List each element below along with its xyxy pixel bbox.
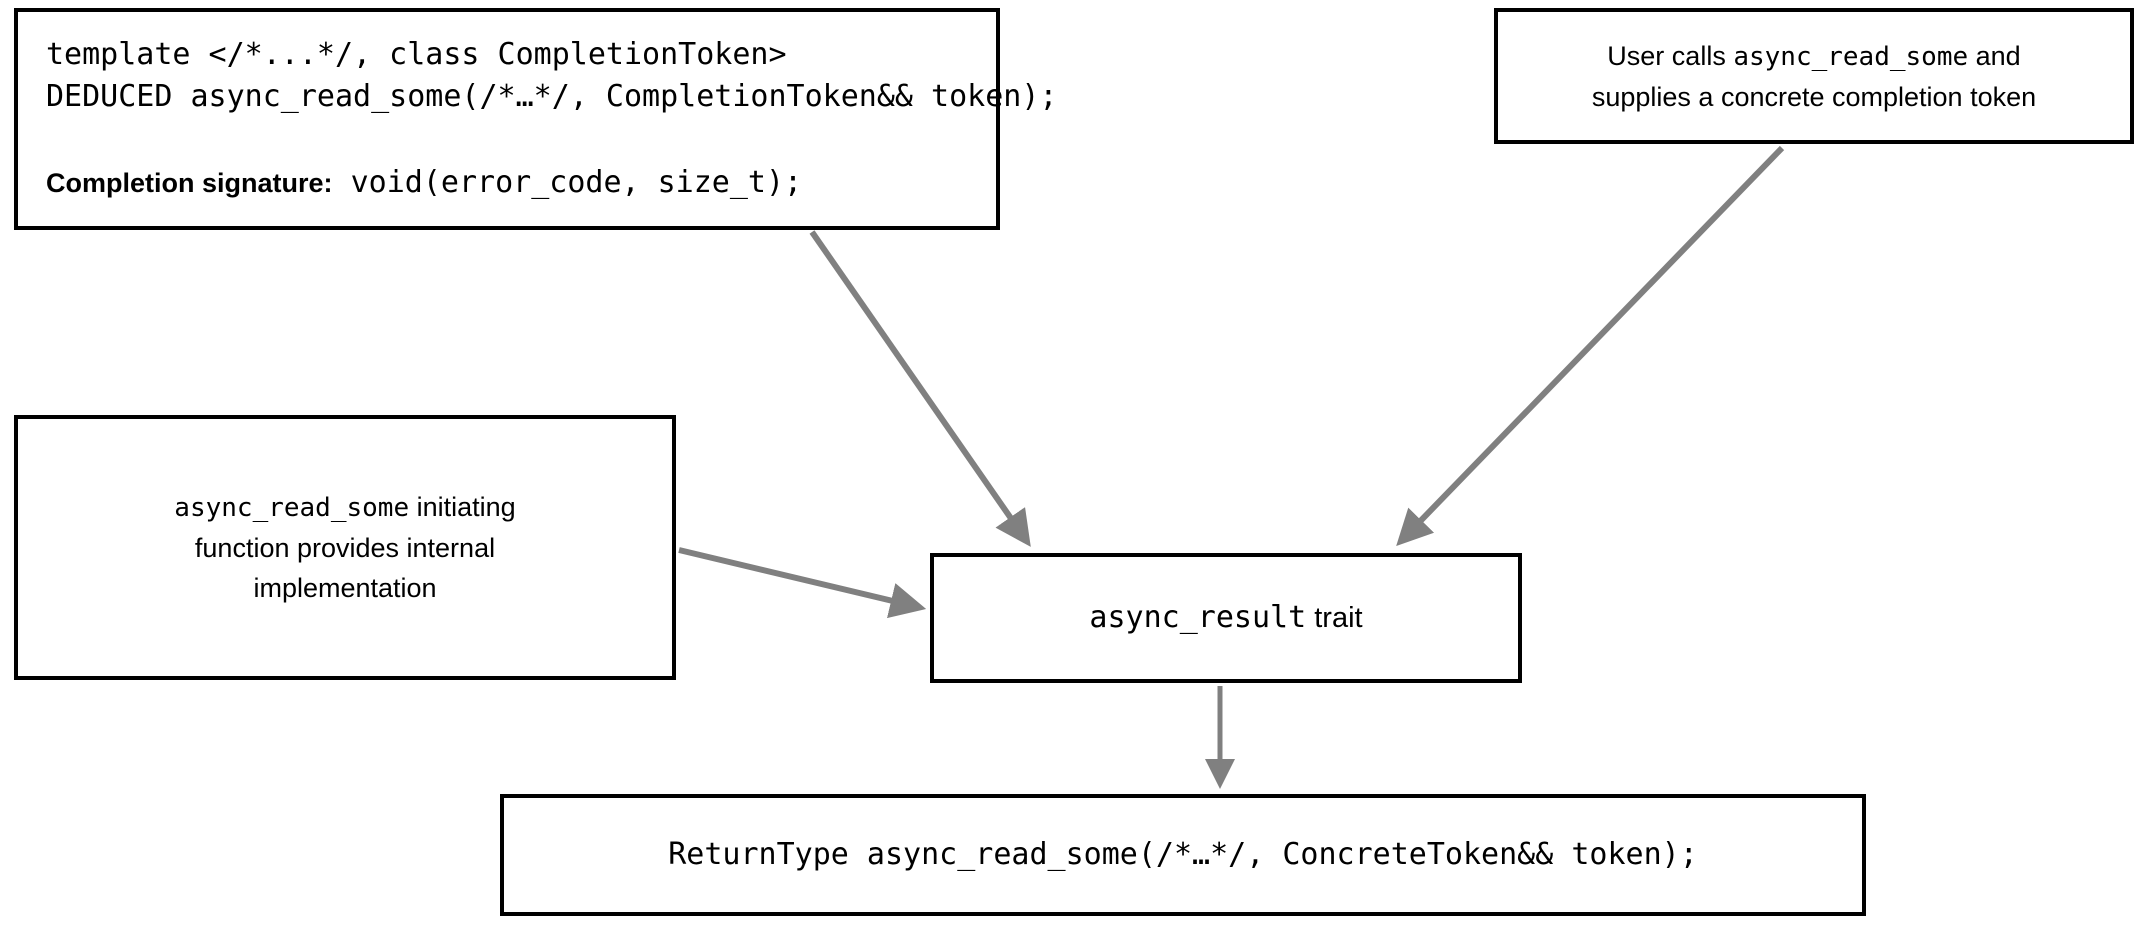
- initiating-function-suffix: initiating: [409, 492, 516, 522]
- edge-impl-note-to-async-result: [678, 547, 927, 619]
- return-type-signature-line: ReturnType async_read_some(/*…*/, Concre…: [526, 834, 1840, 876]
- completion-signature-label: Completion signature:: [46, 168, 333, 198]
- template-declaration-line: template </*...*/, class CompletionToken…: [46, 37, 787, 72]
- deduced-declaration-line: DEDUCED async_read_some(/*…*/, Completio…: [46, 76, 1057, 118]
- initiating-function-note-line-3: implementation: [253, 573, 437, 603]
- signature-spacer: [46, 118, 968, 162]
- user-call-note-line-1: User calls async_read_some and: [1514, 36, 2114, 77]
- signature-box: template </*...*/, class CompletionToken…: [14, 8, 1057, 230]
- initiating-function-note-line-2: function provides internal: [194, 533, 496, 563]
- async-result-trait-content: async_result trait: [934, 598, 1518, 638]
- edge-user-note-to-async-result: [1396, 145, 1785, 547]
- return-type-signature-content: ReturnType async_read_some(/*…*/, Concre…: [504, 834, 1862, 876]
- return-type-tail: && token);: [1517, 837, 1698, 872]
- deduced-signature-rest: async_read_some(/*…*/, CompletionToken&&…: [172, 79, 1058, 114]
- initiating-function-note-line-1: async_read_some initiating: [40, 487, 650, 528]
- async-result-trait-suffix: trait: [1306, 602, 1363, 634]
- async-result-trait-name: async_result: [1089, 600, 1307, 635]
- async-result-trait-label: async_result trait: [956, 598, 1496, 638]
- return-type-middle: async_read_some(/*…*/,: [848, 837, 1283, 872]
- return-type-signature-box: ReturnType async_read_some(/*…*/, Concre…: [500, 794, 1866, 916]
- initiating-function-note-content: async_read_some initiating function prov…: [18, 487, 672, 608]
- async-result-trait-box: async_result trait: [930, 553, 1522, 683]
- initiating-function-note-box: async_read_some initiating function prov…: [14, 415, 676, 680]
- signature-box-content: template </*...*/, class CompletionToken…: [18, 34, 1057, 204]
- completion-signature-value: [333, 165, 351, 200]
- user-call-note-suffix: and: [1968, 40, 2021, 71]
- initiating-function-name: async_read_some: [174, 493, 410, 523]
- concrete-token-keyword: ConcreteToken: [1282, 837, 1518, 872]
- user-call-note-content: User calls async_read_some and supplies …: [1498, 36, 2130, 117]
- user-call-note-prefix: User calls: [1607, 40, 1734, 71]
- user-call-note-box: User calls async_read_some and supplies …: [1494, 8, 2134, 144]
- edge-signature-to-async-result: [809, 230, 1031, 547]
- user-call-note-line-2: supplies a concrete completion token: [1591, 81, 2037, 112]
- deduced-keyword: DEDUCED: [46, 79, 173, 114]
- completion-signature-line: Completion signature: void(error_code, s…: [46, 162, 968, 204]
- return-type-keyword: ReturnType: [668, 837, 849, 872]
- user-call-note-function: async_read_some: [1733, 41, 1969, 72]
- completion-signature-code: void(error_code, size_t);: [350, 165, 803, 200]
